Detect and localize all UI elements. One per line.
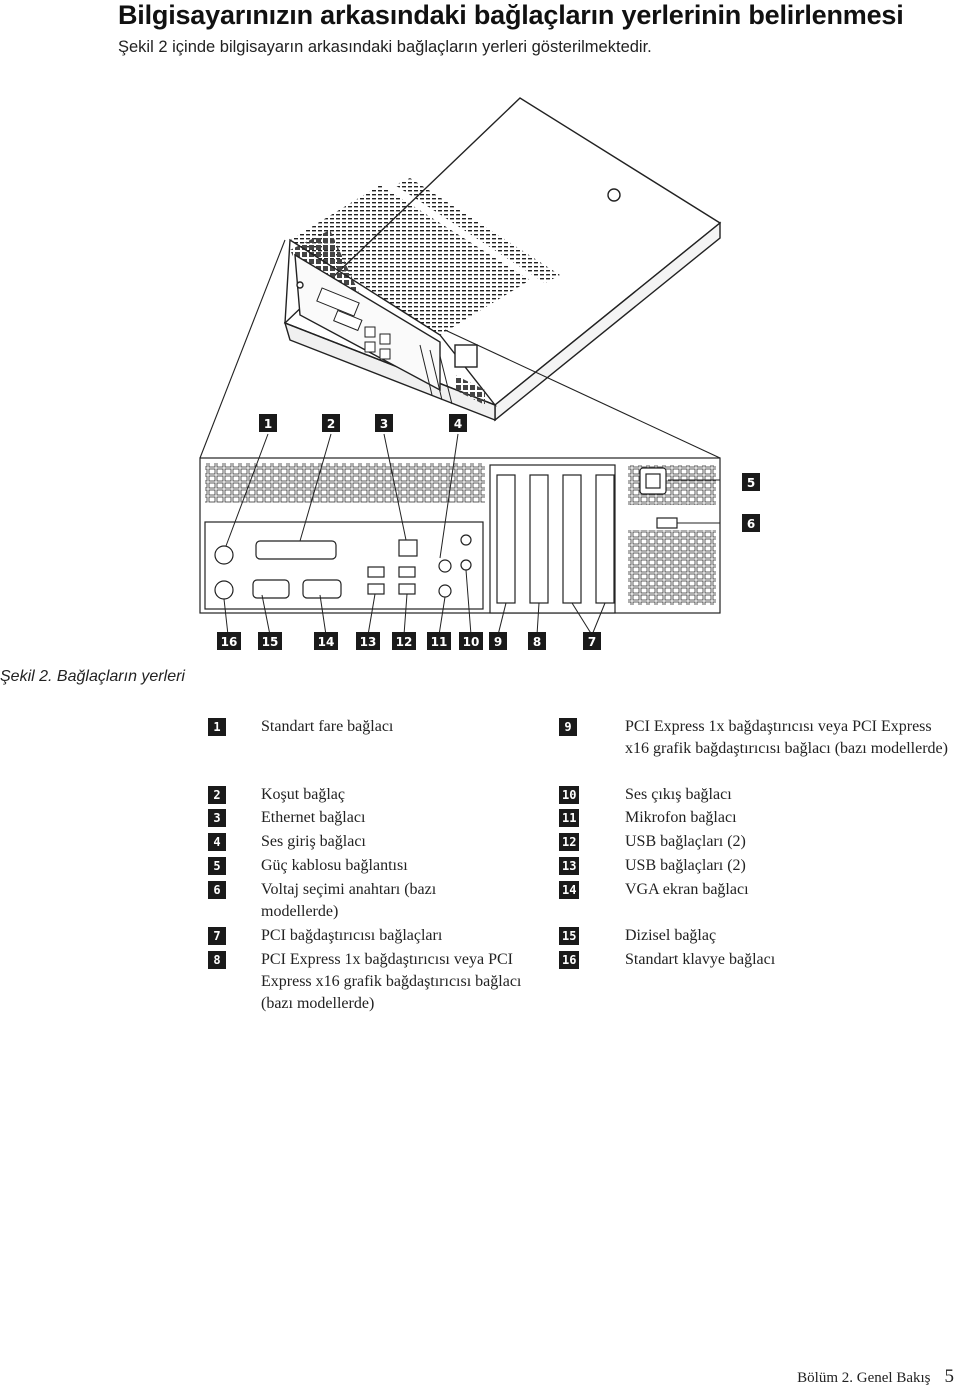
legend-text: Ses giriş bağlacı (261, 833, 366, 850)
case-isometric (283, 97, 722, 422)
legend-number: 3 (208, 809, 226, 827)
legend-text: Ses çıkış bağlacı (625, 786, 732, 803)
callouts-bottom: 16 15 14 13 12 11 10 9 8 7 (217, 632, 601, 650)
svg-text:13: 13 (360, 635, 377, 649)
legend-text: Dizisel bağlaç (625, 927, 717, 944)
legend-text: Mikrofon bağlacı (625, 809, 737, 826)
svg-text:3: 3 (380, 417, 388, 431)
callout-13: 13 (356, 632, 380, 650)
legend-number: 14 (559, 881, 580, 899)
legend-text: Güç kablosu bağlantısı (261, 857, 408, 874)
svg-text:2: 2 (327, 417, 335, 431)
legend-number: 8 (208, 951, 226, 969)
svg-text:4: 4 (454, 417, 462, 431)
svg-text:15: 15 (262, 635, 279, 649)
footer-section: Bölüm 2. Genel Bakış (797, 1370, 931, 1386)
callout-8: 8 (528, 632, 546, 650)
page-number: 5 (944, 1366, 955, 1387)
callout-15: 15 (258, 632, 282, 650)
zoom-lines (199, 239, 721, 459)
legend-text: Ethernet bağlacı (261, 809, 366, 826)
svg-text:7: 7 (588, 635, 596, 649)
legend-text: PCI Express 1x bağdaştırıcısı veya PCI E… (625, 718, 948, 757)
callout-10: 10 (459, 632, 483, 650)
legend-number: 10 (559, 786, 580, 804)
legend-number: 4 (208, 833, 226, 851)
legend-text: USB bağlaçları (2) (625, 857, 746, 874)
legend-text: Standart fare bağlacı (261, 718, 394, 735)
legend-text: Standart klavye bağlacı (625, 951, 776, 968)
legend-text: PCI Express 1x bağdaştırıcısı veya PCI E… (261, 951, 522, 1012)
callout-9: 9 (489, 632, 507, 650)
legend-number: 6 (208, 881, 226, 899)
callout-1: 1 (259, 414, 277, 432)
computer-rear-illustration: 1 2 3 4 5 6 16 15 14 13 12 11 10 9 8 7 (199, 97, 760, 650)
legend-number: 16 (559, 951, 580, 969)
callout-5: 5 (742, 473, 760, 491)
callouts-right: 5 6 (742, 473, 760, 532)
page-title: Bilgisayarınızın arkasındaki bağlaçların… (118, 0, 904, 30)
callout-7: 7 (583, 632, 601, 650)
callout-12: 12 (392, 632, 416, 650)
svg-text:8: 8 (533, 635, 541, 649)
svg-text:16: 16 (221, 635, 238, 649)
callout-6: 6 (742, 514, 760, 532)
callout-lines (223, 433, 720, 636)
legend-text: VGA ekran bağlacı (625, 881, 749, 898)
figure-caption: Şekil 2. Bağlaçların yerleri (0, 668, 185, 685)
callout-16: 16 (217, 632, 241, 650)
callout-11: 11 (427, 632, 451, 650)
svg-text:10: 10 (463, 635, 480, 649)
legend-number: 2 (208, 786, 226, 804)
svg-text:14: 14 (318, 635, 335, 649)
connector-figure: 1 2 3 4 5 6 16 15 14 13 12 11 10 9 8 7 (0, 90, 960, 670)
legend-number: 9 (559, 718, 577, 736)
callout-3: 3 (375, 414, 393, 432)
legend-number: 13 (559, 857, 580, 875)
legend-text: Koşut bağlaç (261, 786, 345, 803)
legend-number: 11 (559, 809, 580, 827)
svg-text:12: 12 (396, 635, 413, 649)
page-footer: Bölüm 2. Genel Bakış 5 (797, 1366, 954, 1388)
rear-panel (199, 457, 721, 614)
svg-text:9: 9 (494, 635, 502, 649)
page-subtitle: Şekil 2 içinde bilgisayarın arkasındaki … (118, 38, 652, 56)
legend-number: 15 (559, 927, 580, 945)
callout-4: 4 (449, 414, 467, 432)
legend-text: Voltaj seçimi anahtarı (bazı modellerde) (261, 881, 437, 920)
svg-text:5: 5 (747, 476, 755, 490)
legend-text: PCI bağdaştırıcısı bağlaçları (261, 927, 443, 944)
callout-14: 14 (314, 632, 338, 650)
svg-text:6: 6 (747, 517, 755, 531)
callouts-top: 1 2 3 4 (259, 414, 467, 432)
legend-number: 5 (208, 857, 226, 875)
legend-number: 12 (559, 833, 580, 851)
callout-2: 2 (322, 414, 340, 432)
legend-text: USB bağlaçları (2) (625, 833, 746, 850)
svg-text:11: 11 (431, 635, 448, 649)
svg-text:1: 1 (264, 417, 272, 431)
legend-number: 7 (208, 927, 226, 945)
legend-number: 1 (208, 718, 226, 736)
